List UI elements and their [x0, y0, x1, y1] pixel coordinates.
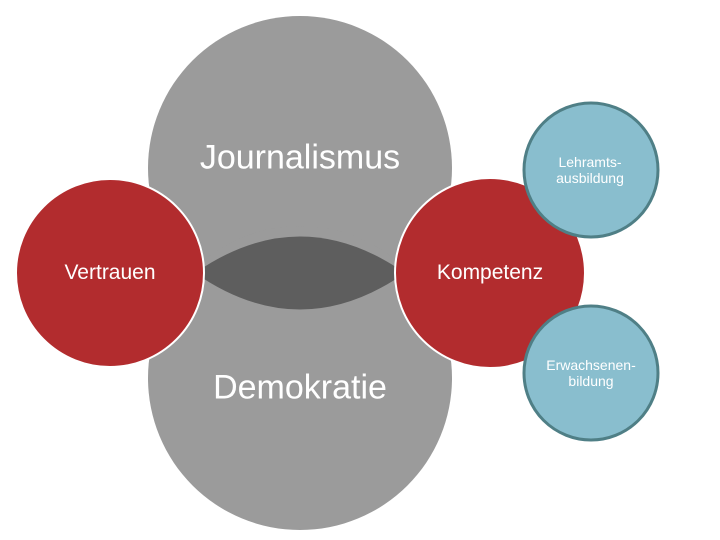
- lehramtsausbildung-label-line1: Lehramts-: [558, 153, 622, 170]
- erwachsenenbildung-label-line2: bildung: [568, 373, 614, 389]
- kompetenz-circle: [394, 177, 586, 369]
- kompetenz-label: Kompetenz: [436, 260, 544, 284]
- overlap-lens: [195, 236, 405, 310]
- lehramtsausbildung-circle: [522, 101, 660, 239]
- lehramtsausbildung-label-line2: ausbildung: [556, 170, 624, 186]
- erwachsenenbildung-label: Erwachsenen- bildung: [531, 357, 651, 389]
- demokratie-circle: [148, 226, 452, 530]
- journalismus-circle: [148, 16, 452, 320]
- vertrauen-label: Vertrauen: [64, 260, 156, 284]
- journalismus-label: Journalismus: [199, 138, 401, 177]
- vertrauen-circle: [15, 178, 205, 368]
- erwachsenenbildung-label-line1: Erwachsenen-: [546, 356, 636, 373]
- erwachsenenbildung-circle: [522, 304, 660, 442]
- lehramtsausbildung-label: Lehramts- ausbildung: [530, 154, 650, 186]
- demokratie-label: Demokratie: [213, 368, 387, 407]
